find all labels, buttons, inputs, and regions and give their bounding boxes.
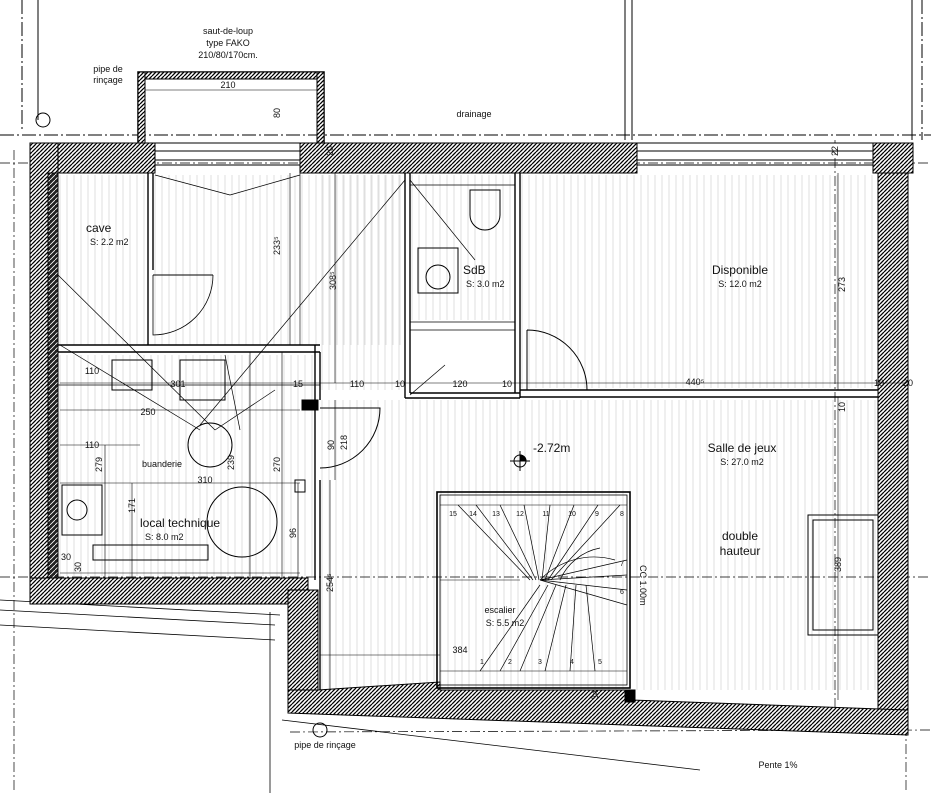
room-name-cave: cave bbox=[86, 221, 112, 235]
dim-239: 239 bbox=[226, 455, 236, 470]
stair-step-number: 13 bbox=[492, 511, 500, 518]
stair-step-number: 4 bbox=[570, 659, 574, 666]
dim-10-a: 10 bbox=[395, 379, 405, 389]
room-area-local-technique: S: 8.0 m2 bbox=[145, 532, 184, 542]
room-name-salle-de-jeux: Salle de jeux bbox=[708, 441, 777, 455]
room-name-local-technique: local technique bbox=[140, 516, 220, 530]
dim-cc: CC 1.00m bbox=[638, 565, 648, 606]
stair-step-number: 15 bbox=[449, 511, 457, 518]
room-area-salle-de-jeux: S: 27.0 m2 bbox=[720, 457, 764, 467]
stair-step-numbers: 15 14 13 12 11 10 9 8 7 6 5 4 3 2 1 bbox=[449, 511, 624, 666]
room-area-escalier: S: 5.5 m2 bbox=[486, 618, 525, 628]
dim-273: 273 bbox=[837, 277, 847, 292]
dim-310: 310 bbox=[197, 475, 212, 485]
room-name-buanderie: buanderie bbox=[142, 459, 182, 469]
stair-step-number: 5 bbox=[598, 659, 602, 666]
saut-label-2: type FAKO bbox=[206, 38, 250, 48]
interior-walls bbox=[58, 173, 878, 690]
room-area-disponible: S: 12.0 m2 bbox=[718, 279, 762, 289]
saut-de-loup bbox=[137, 71, 325, 148]
stair-step-number: 7 bbox=[620, 561, 624, 568]
stair-step-number: 2 bbox=[508, 659, 512, 666]
dim-270: 270 bbox=[272, 457, 282, 472]
dim-80: 80 bbox=[272, 108, 282, 118]
dim-110-c: 110 bbox=[85, 440, 99, 450]
dim-389: 389 bbox=[833, 557, 843, 572]
room-name-disponible: Disponible bbox=[712, 263, 768, 277]
dim-20-b: 20 bbox=[903, 378, 913, 388]
stair-step-number: 3 bbox=[538, 659, 542, 666]
dim-15: 15 bbox=[293, 379, 303, 389]
dim-10-b: 10 bbox=[502, 379, 512, 389]
room-area-cave: S: 2.2 m2 bbox=[90, 237, 129, 247]
room-name-escalier: escalier bbox=[484, 605, 515, 615]
annotations: saut-de-loup type FAKO 210/80/170cm. pip… bbox=[86, 26, 798, 770]
dim-30-a: 30 bbox=[61, 552, 71, 562]
stair-step-number: 8 bbox=[620, 511, 624, 518]
dim-301: 301 bbox=[170, 379, 185, 389]
floor-hatching bbox=[59, 175, 876, 690]
level-label: -2.72m bbox=[533, 441, 570, 455]
dim-34: 34 bbox=[590, 690, 600, 700]
stair-step-number: 6 bbox=[620, 589, 624, 596]
dim-110-b: 110 bbox=[350, 379, 364, 389]
dim-210: 210 bbox=[220, 80, 235, 90]
dim-110-a: 110 bbox=[85, 366, 99, 376]
dim-22: 22 bbox=[830, 146, 840, 156]
exterior-walls bbox=[29, 142, 914, 736]
doors bbox=[152, 274, 588, 469]
dim-96: 96 bbox=[288, 528, 298, 538]
double-hauteur-1: double bbox=[722, 529, 758, 543]
pipe-label-top-2: rinçage bbox=[93, 75, 123, 85]
dim-233: 233⁵ bbox=[272, 236, 282, 255]
stair-step-number: 14 bbox=[469, 511, 477, 518]
pipe-label-top-1: pipe de bbox=[93, 64, 123, 74]
saut-label-1: saut-de-loup bbox=[203, 26, 253, 36]
double-hauteur-2: hauteur bbox=[720, 544, 761, 558]
dim-384: 384 bbox=[452, 645, 467, 655]
room-name-sdb: SdB bbox=[463, 263, 486, 277]
stair-step-number: 9 bbox=[595, 511, 599, 518]
staircase bbox=[436, 491, 631, 689]
dim-250: 250 bbox=[140, 407, 155, 417]
dim-20: 20 bbox=[325, 146, 335, 156]
stair-step-number: 10 bbox=[568, 511, 576, 518]
dim-254: 254⁵ bbox=[325, 573, 335, 592]
stair-step-number: 11 bbox=[542, 511, 549, 518]
dim-10-c: 10 bbox=[874, 378, 884, 388]
stair-step-number: 12 bbox=[516, 511, 524, 518]
drainage-label: drainage bbox=[456, 109, 491, 119]
fixtures bbox=[35, 112, 879, 738]
level-marker-icon bbox=[510, 451, 530, 471]
dim-30-b: 30 bbox=[73, 562, 83, 572]
dim-120: 120 bbox=[452, 379, 467, 389]
dimension-numbers: 210 80 20 22 233⁵ 308⁵ 273 110 301 15 11… bbox=[61, 80, 913, 700]
dim-440: 440⁵ bbox=[686, 377, 705, 387]
pente-label: Pente 1% bbox=[758, 760, 797, 770]
pipe-label-bottom: pipe de rinçage bbox=[294, 740, 356, 750]
saut-label-3: 210/80/170cm. bbox=[198, 50, 258, 60]
dim-308: 308⁵ bbox=[328, 271, 338, 290]
dim-90: 90 bbox=[326, 440, 336, 450]
dim-171: 171 bbox=[127, 498, 137, 513]
dim-218: 218 bbox=[339, 435, 349, 450]
room-area-sdb: S: 3.0 m2 bbox=[466, 279, 505, 289]
stair-step-number: 1 bbox=[480, 659, 484, 666]
diagonal-marks bbox=[57, 174, 476, 431]
dim-10-d: 10 bbox=[837, 402, 847, 412]
dim-279: 279 bbox=[94, 457, 104, 472]
dimension-lines bbox=[60, 173, 905, 700]
